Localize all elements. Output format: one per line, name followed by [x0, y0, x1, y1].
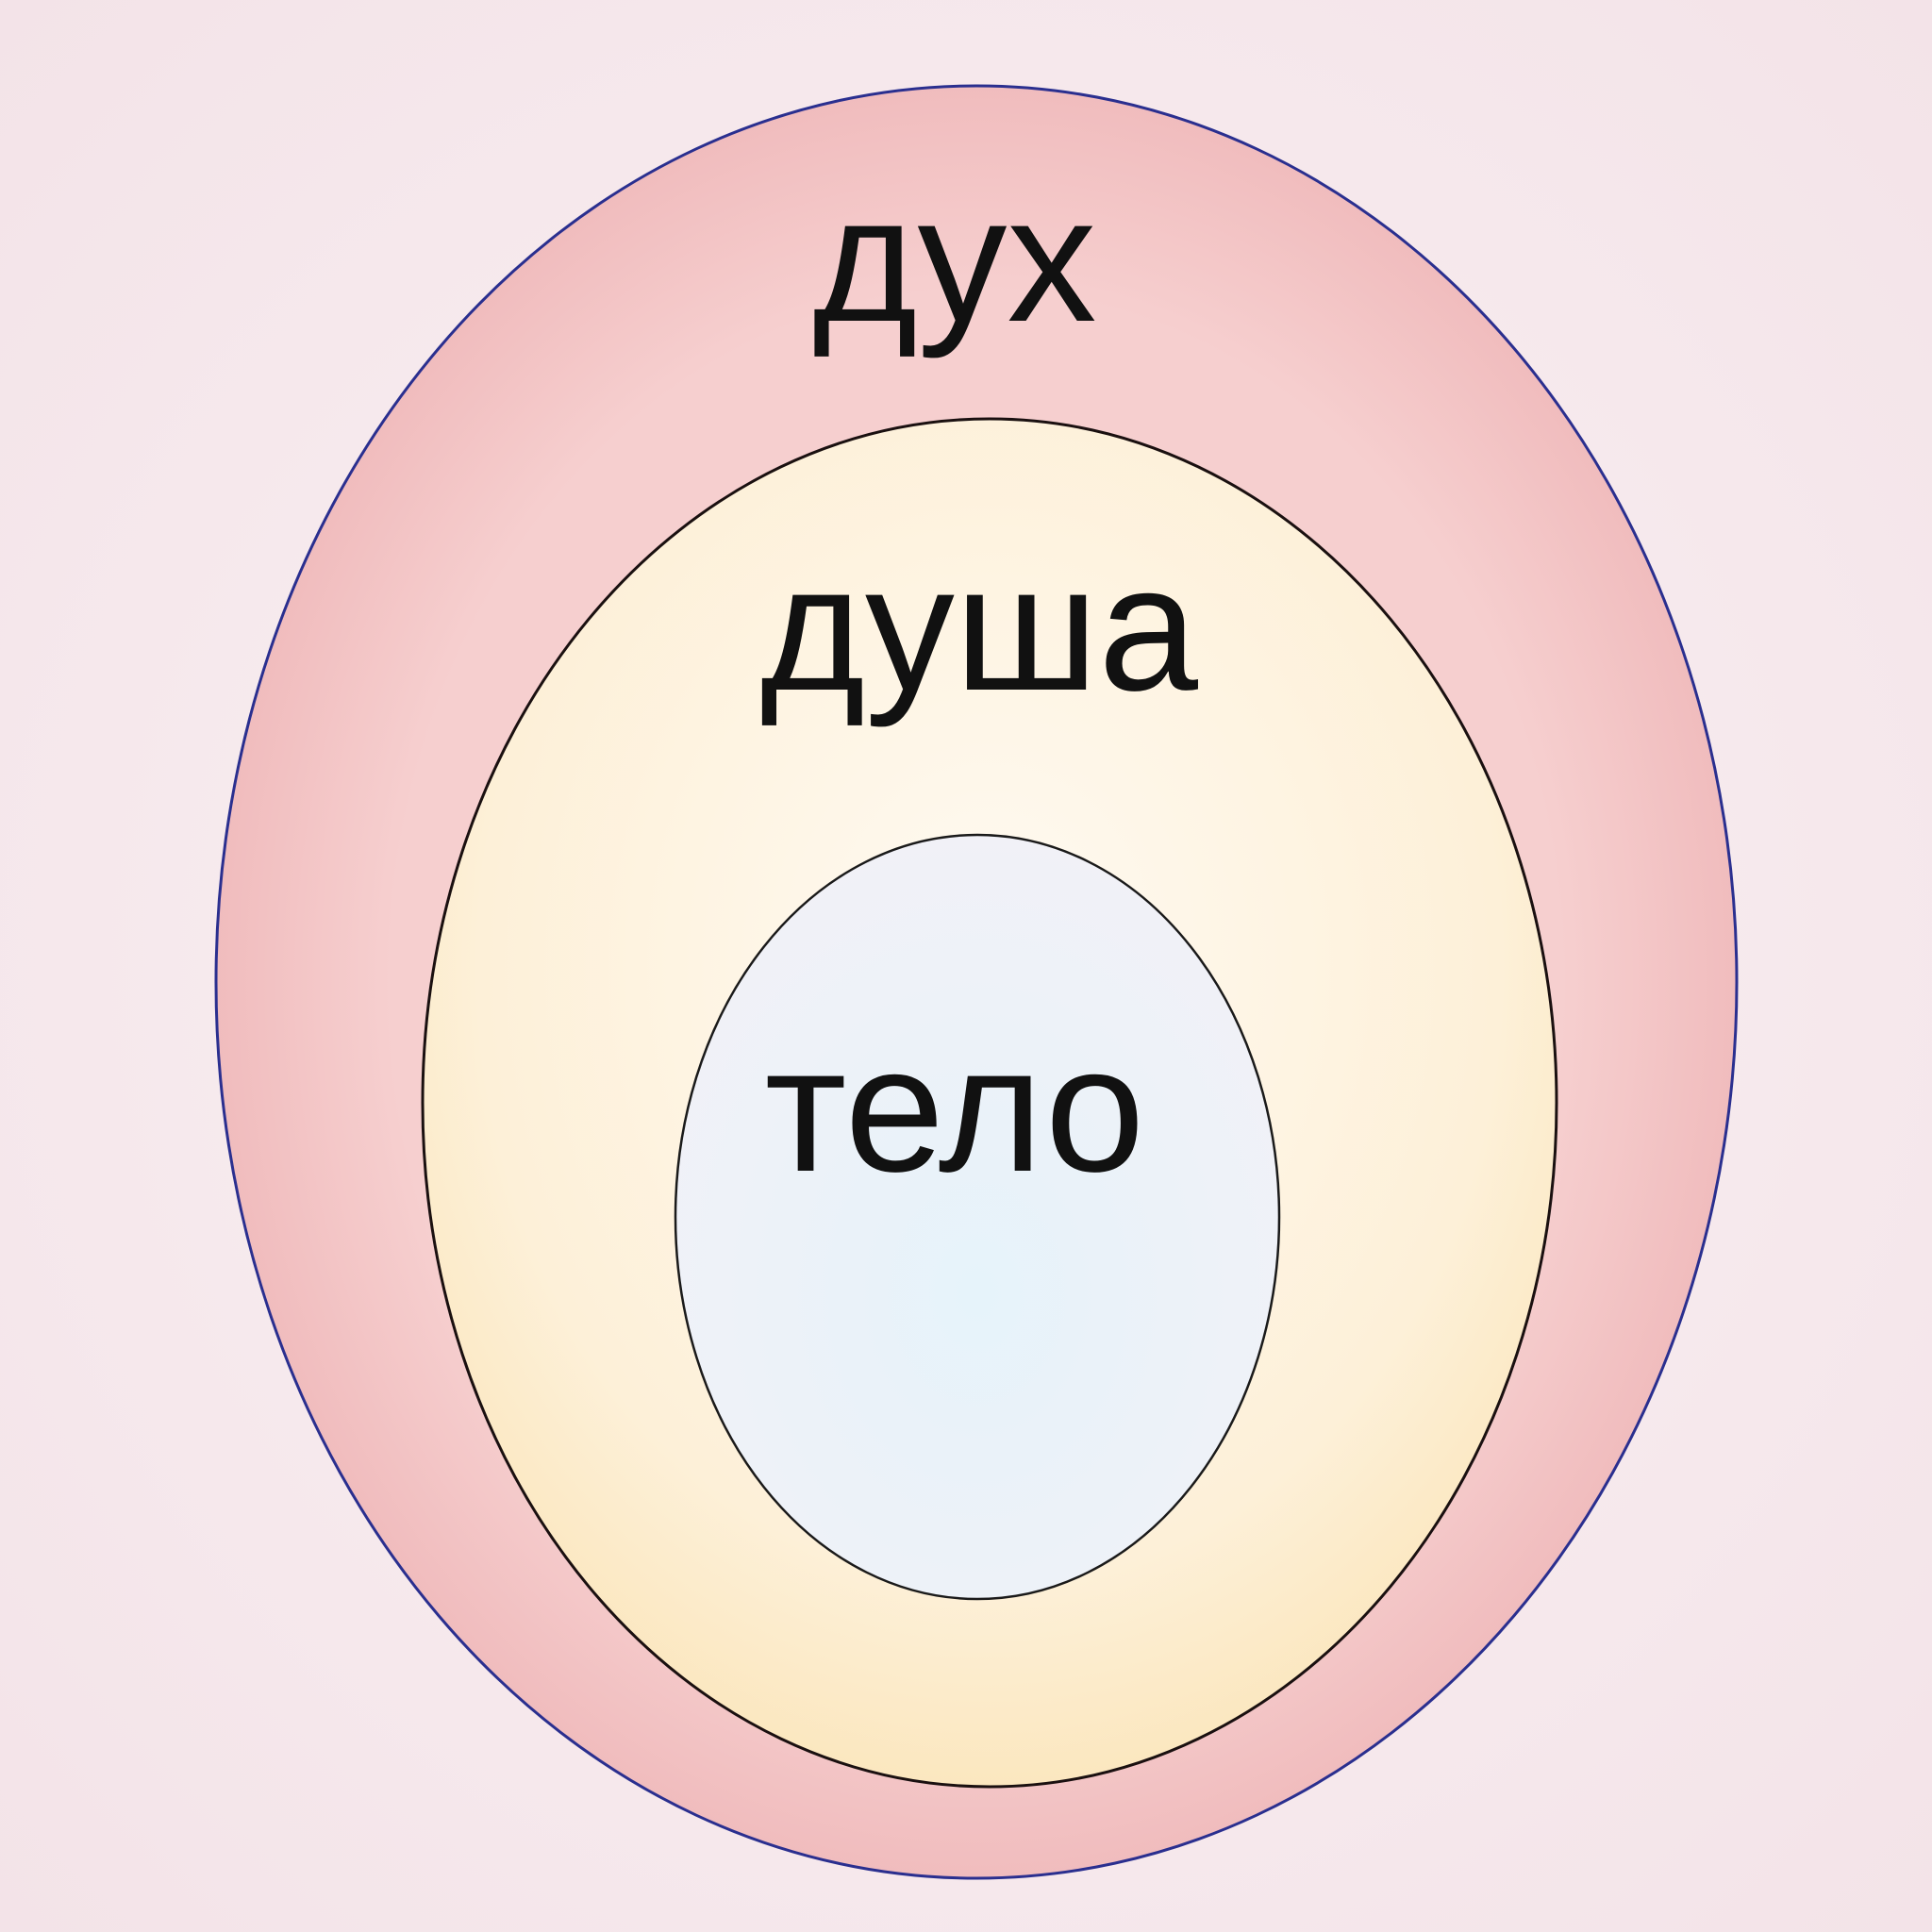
inner-ellipse-body [674, 833, 1281, 1601]
label-spirit: дух [813, 159, 1097, 359]
label-body: тело [765, 1009, 1145, 1209]
label-soul: душа [760, 528, 1198, 728]
